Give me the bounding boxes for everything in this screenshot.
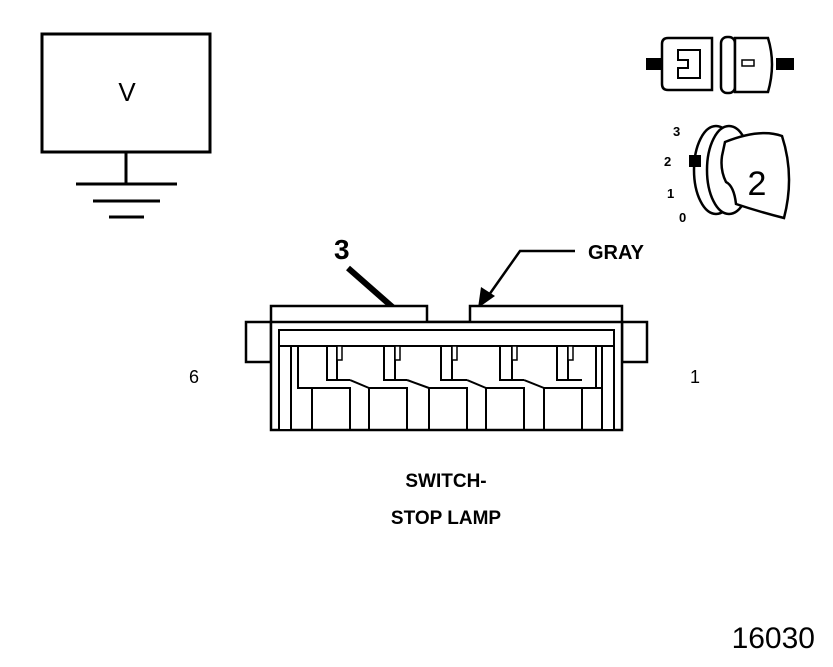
voltmeter-icon: V (40, 32, 212, 219)
ground-icon (76, 152, 177, 219)
key-position-1: 1 (667, 186, 674, 201)
voltmeter-label: V (118, 77, 136, 107)
key-number: 2 (748, 165, 767, 203)
connector-pin-6-label: 6 (189, 367, 199, 387)
stop-lamp-switch-connector (244, 304, 649, 432)
connector-pin-1-label: 1 (690, 367, 700, 387)
connector-title-line1: SWITCH- (405, 471, 486, 492)
ignition-key-icon: 3 2 1 0 2 (664, 124, 791, 225)
key-position-3: 3 (673, 124, 680, 139)
figure-id: 16030 (732, 622, 815, 655)
disconnected-connector-icon (646, 35, 794, 95)
connector-title-line2: STOP LAMP (391, 508, 501, 529)
key-position-0: 0 (679, 210, 686, 225)
terminal-cavity (297, 346, 351, 431)
wire-color-callout: GRAY (478, 242, 645, 308)
key-position-2: 2 (664, 154, 671, 169)
wire-color-label: GRAY (588, 242, 645, 264)
pin-callout-number: 3 (334, 234, 350, 265)
